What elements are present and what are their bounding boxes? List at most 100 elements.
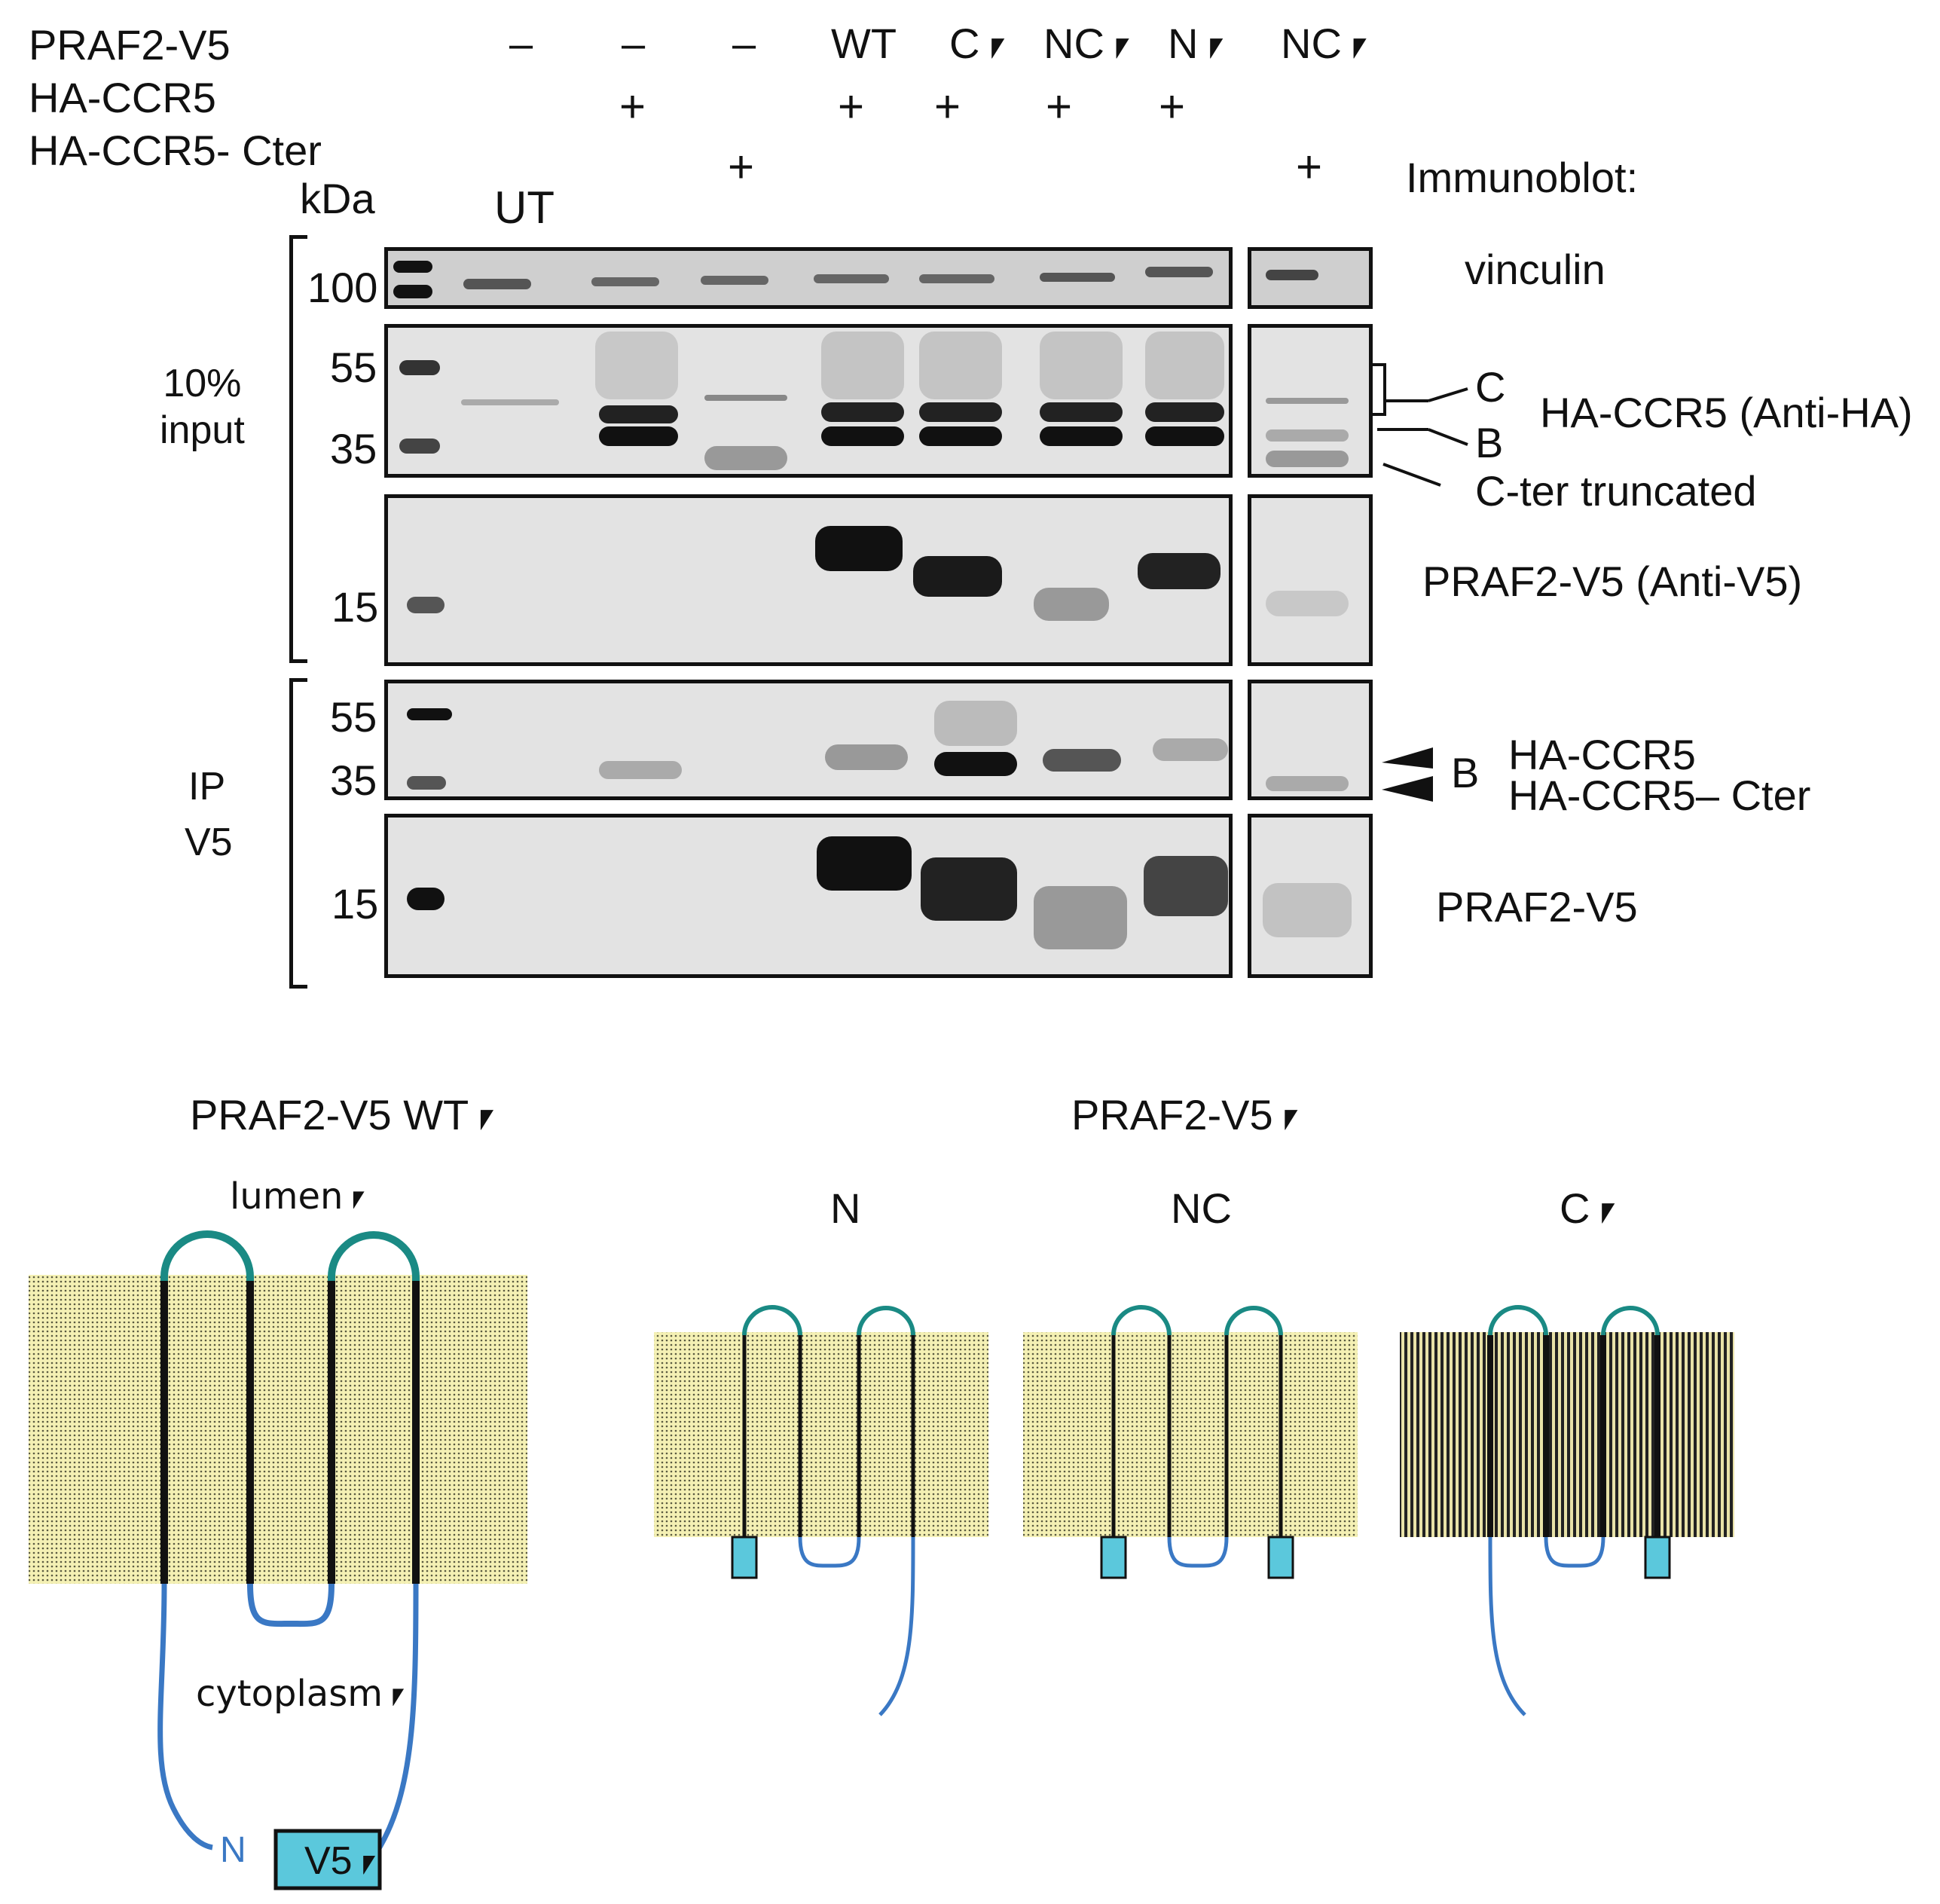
ip-ha-band <box>599 761 682 779</box>
ha-band-b <box>599 426 678 446</box>
immunoblot-label: Immunoblot: <box>1406 154 1639 201</box>
ha-band-c <box>821 402 904 422</box>
blot-annotation-lines <box>1373 363 1468 802</box>
input-bracket <box>289 235 307 663</box>
mutant-nc-tag-c <box>1267 1536 1294 1579</box>
wt-luminal-loop-1 <box>160 1230 254 1281</box>
ha-band-c <box>919 402 1002 422</box>
lane2-ha-ccr5: + <box>619 81 646 132</box>
marker-label-ip-55: 55 <box>330 693 377 741</box>
lane4-praf2: WT <box>831 20 897 67</box>
lane6-praf2: NC⎖ <box>1043 20 1138 67</box>
lane8-ha-ccr5-cter: + <box>1296 142 1323 192</box>
mutant-n-topology <box>654 1305 988 1716</box>
marker-band <box>407 708 452 720</box>
ha-smear <box>821 332 904 399</box>
row-label-ha-ccr5: HA-CCR5 <box>29 74 216 121</box>
marker-label-15: 15 <box>331 583 379 631</box>
ha-band <box>704 395 787 401</box>
marker-band <box>399 439 440 454</box>
ip-ha-band <box>1153 738 1228 761</box>
mutant-nc-membrane <box>1023 1332 1358 1537</box>
mutant-nc-topology <box>1023 1305 1358 1579</box>
marker-band <box>407 776 446 790</box>
ha-smear <box>919 332 1002 399</box>
group-label-v5: V5 <box>185 821 233 864</box>
ha-band-truncated <box>704 446 787 470</box>
ha-smear <box>595 332 678 399</box>
marker-band <box>393 261 432 273</box>
vinculin-band <box>1145 267 1213 277</box>
lane7-praf2: N⎖ <box>1168 20 1233 67</box>
blot-panel-v5-input <box>384 494 1233 666</box>
wt-n-tail <box>157 1583 213 1851</box>
label-ip-praf2-v5: PRAF2-V5 <box>1436 883 1638 931</box>
mutant-c-topology <box>1400 1305 1734 1716</box>
group-label-ip: IP <box>188 765 226 808</box>
label-cytoplasm: cytoplasm⎖ <box>196 1673 412 1715</box>
mutant-n-tag <box>731 1536 758 1579</box>
praf2-band-n <box>1138 553 1221 589</box>
marker-band <box>407 597 445 613</box>
label-n-terminus: N <box>220 1830 246 1870</box>
label-band-c: C <box>1475 363 1506 411</box>
ha-band-truncated <box>1266 451 1349 467</box>
ip-ha-smear <box>934 701 1017 746</box>
ha-smear <box>1145 332 1224 399</box>
ha-band-b <box>919 426 1002 446</box>
vinculin-band <box>814 274 889 283</box>
lane6-ha-ccr5: + <box>1046 81 1073 132</box>
label-band-b: B <box>1475 419 1504 466</box>
ha-band-c <box>1040 402 1123 422</box>
ip-praf2-band-c <box>921 857 1017 921</box>
lane4-ha-ccr5: + <box>838 81 865 132</box>
kda-label: kDa <box>300 175 375 222</box>
wt-luminal-loop-2 <box>328 1231 420 1281</box>
mutant-label-nc: NC <box>1171 1184 1232 1232</box>
lane1-praf2: – <box>509 20 533 67</box>
marker-band <box>393 285 432 298</box>
row-label-praf2-v5: PRAF2-V5 <box>29 21 231 69</box>
label-ip-ha-ccr5-cter: HA-CCR5– Cter <box>1508 772 1811 819</box>
group-label-input: 10% input <box>160 362 245 453</box>
label-lumen: lumen⎖ <box>230 1175 372 1218</box>
wt-topology <box>29 1230 527 1890</box>
lane8-praf2: NC⎖ <box>1281 20 1376 67</box>
lane2-praf2: – <box>622 20 646 67</box>
arrowhead-b <box>1382 747 1433 769</box>
label-ip-band-b: B <box>1451 749 1480 796</box>
mutant-nc-tag-n <box>1100 1536 1127 1579</box>
ut-label: UT <box>494 182 555 233</box>
arrowhead-cter <box>1382 776 1433 802</box>
diagram-title-wt: PRAF2-V5 WT⎖ <box>190 1091 503 1138</box>
wt-c-tail <box>374 1583 419 1854</box>
vinculin-band <box>701 276 768 285</box>
praf2-band-c <box>913 556 1002 597</box>
wt-cyto-loop <box>247 1583 335 1627</box>
ha-band <box>1266 398 1349 404</box>
praf2-band-wt <box>815 526 903 571</box>
lane5-praf2: C⎖ <box>949 20 1014 67</box>
ip-ha-band <box>825 744 908 770</box>
lane5-ha-ccr5: + <box>934 81 961 132</box>
lane7-ha-ccr5: + <box>1159 81 1186 132</box>
wt-v5-tag <box>273 1829 382 1890</box>
row-label-ha-ccr5-cter: HA-CCR5- Cter <box>29 127 322 174</box>
ip-ha-band <box>934 752 1017 776</box>
marker-label-ip-35: 35 <box>330 756 377 804</box>
vinculin-band <box>463 279 531 289</box>
ha-band-c <box>1145 402 1224 422</box>
marker-label-ip-15: 15 <box>331 880 379 928</box>
ip-praf2-band-n <box>1144 856 1228 916</box>
label-cter-truncated: C-ter truncated <box>1475 467 1757 515</box>
diagram-title-mutants: PRAF2-V5⎖ <box>1071 1091 1307 1138</box>
mutant-label-n: N <box>830 1184 861 1232</box>
ip-praf2-band-wt <box>817 836 912 891</box>
ha-band-b <box>1145 426 1224 446</box>
marker-band <box>399 360 440 375</box>
marker-band <box>407 888 445 910</box>
label-ha-ccr5-anti-ha: HA-CCR5 (Anti-HA) <box>1540 389 1913 436</box>
mutant-c-tag <box>1644 1536 1671 1579</box>
mutant-c-membrane <box>1400 1332 1734 1537</box>
